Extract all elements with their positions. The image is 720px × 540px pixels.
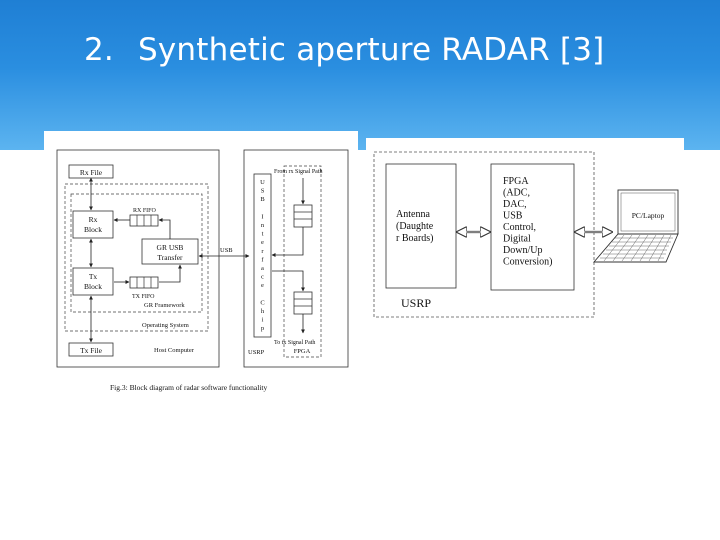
fpga-text-line: DAC, bbox=[503, 199, 527, 210]
rx-block-label-1: Rx bbox=[89, 215, 98, 224]
tx-file-box bbox=[68, 342, 114, 357]
usb-chip-letter: f bbox=[261, 256, 264, 263]
usrp-box bbox=[243, 149, 349, 368]
title-number: 2. bbox=[84, 32, 114, 68]
laptop-icon: PC/Laptop bbox=[593, 189, 679, 263]
slide-header bbox=[0, 0, 720, 150]
usb-interface-chip bbox=[253, 173, 272, 338]
tx-file-label: Tx File bbox=[80, 346, 103, 355]
gr-framework-box bbox=[70, 193, 203, 313]
usrp-pc-diagram: USRP Antenna (Daughte r Boards) FPGA(ADC… bbox=[373, 151, 679, 318]
to-tx-label: To tx Signal Path bbox=[274, 340, 315, 346]
gr-framework-label: GR Framework bbox=[144, 302, 185, 309]
usb-chip-letter: r bbox=[261, 248, 264, 255]
rx-block-box bbox=[72, 210, 114, 239]
block-diagram-panel: Rx File Rx Block RX FIFO GR USB Transfer… bbox=[44, 131, 358, 406]
usb-chip-letter: C bbox=[260, 299, 264, 306]
title-text: Synthetic aperture RADAR [3] bbox=[137, 32, 605, 68]
host-computer-box bbox=[56, 149, 220, 368]
fpga-text-line: Conversion) bbox=[503, 257, 552, 268]
tx-fifo-label: TX FIFO bbox=[132, 294, 155, 300]
usrp-label: USRP bbox=[401, 296, 431, 310]
antenna-box bbox=[385, 163, 457, 289]
rx-fpga-fifo bbox=[293, 204, 313, 228]
fpga-text-line: USB bbox=[503, 211, 523, 222]
antenna-label-2: (Daughte bbox=[396, 221, 434, 232]
fpga-text-line: FPGA bbox=[503, 176, 529, 187]
from-rx-label: From rx Signal Path bbox=[274, 169, 323, 175]
antenna-label-1: Antenna bbox=[396, 209, 430, 220]
usrp-diagram-panel: USRP Antenna (Daughte r Boards) FPGA(ADC… bbox=[366, 138, 684, 328]
tx-block-label-1: Tx bbox=[89, 272, 98, 281]
gr-usb-label-2: Transfer bbox=[157, 253, 183, 262]
usb-link-label: USB bbox=[220, 247, 233, 254]
fpga-label: FPGA bbox=[294, 348, 311, 355]
rx-file-label: Rx File bbox=[80, 168, 103, 177]
radar-software-block-diagram: Rx File Rx Block RX FIFO GR USB Transfer… bbox=[56, 149, 349, 392]
usb-chip-letter: h bbox=[261, 308, 265, 315]
usb-chip-letter: S bbox=[261, 188, 265, 195]
usb-chip-letter: n bbox=[261, 222, 265, 229]
operating-system-label: Operating System bbox=[142, 322, 189, 329]
tx-block-label-2: Block bbox=[84, 282, 102, 291]
pc-laptop-label: PC/Laptop bbox=[632, 211, 665, 220]
rx-fifo-label: RX FIFO bbox=[133, 208, 157, 214]
fpga-text-line: Digital bbox=[503, 234, 531, 245]
usb-chip-letter: i bbox=[262, 317, 264, 324]
fpga-text-lines: FPGA(ADC,DAC,USBControl,DigitalDown/UpCo… bbox=[503, 176, 552, 268]
usrp-label: USRP bbox=[248, 349, 265, 356]
gr-usb-label-1: GR USB bbox=[157, 243, 184, 252]
usb-chip-letter: e bbox=[261, 282, 264, 289]
usb-chip-letter: a bbox=[261, 265, 264, 272]
usb-chip-letter: c bbox=[261, 274, 264, 281]
fpga-box bbox=[283, 165, 322, 358]
fpga-text-line: (ADC, bbox=[503, 188, 530, 199]
tx-block-box bbox=[72, 267, 114, 296]
usb-chip-letter: I bbox=[261, 213, 263, 220]
antenna-label-3: r Boards) bbox=[396, 233, 434, 244]
rx-block-label-2: Block bbox=[84, 225, 102, 234]
usb-chip-letter: t bbox=[262, 231, 264, 238]
usb-chip-letter: B bbox=[260, 196, 265, 203]
usb-chip-letter: e bbox=[261, 239, 264, 246]
usb-chip-letter: U bbox=[260, 179, 265, 186]
slide-title: 2. Synthetic aperture RADAR [3] bbox=[84, 32, 604, 68]
tx-fpga-fifo bbox=[293, 291, 313, 315]
operating-system-box bbox=[64, 183, 209, 332]
fpga-text-line: Control, bbox=[503, 222, 536, 233]
figure-caption: Fig.3: Block diagram of radar software f… bbox=[110, 383, 267, 392]
host-computer-label: Host Computer bbox=[154, 347, 195, 354]
usb-chip-letter: p bbox=[261, 325, 264, 332]
fpga-text-line: Down/Up bbox=[503, 245, 542, 256]
